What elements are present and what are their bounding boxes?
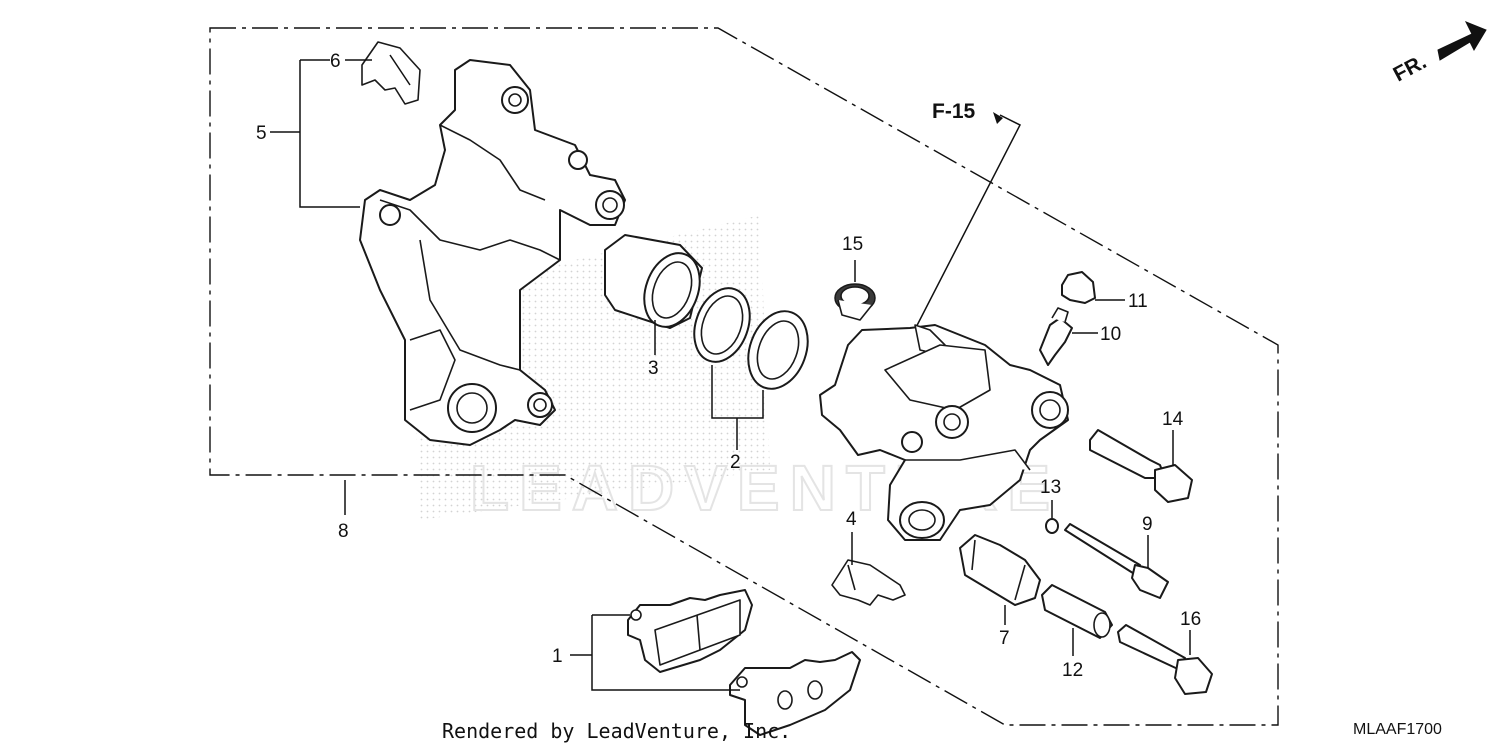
callout-12: 12: [1062, 660, 1083, 681]
callout-5: 5: [256, 123, 267, 144]
callout-10: 10: [1100, 324, 1121, 345]
piston-seals-part-2: [693, 287, 809, 390]
bolt-part-16: [1117, 624, 1213, 695]
cap-part-11: [1061, 271, 1096, 304]
bleeder-valve-part-10: [1039, 307, 1073, 366]
pin-bolt-part-14: [1089, 429, 1193, 503]
callout-16: 16: [1180, 609, 1201, 630]
callout-3: 3: [648, 358, 659, 379]
brake-pads-part-1: [627, 589, 861, 736]
piston-part-3: [604, 234, 703, 329]
slide-pin-part-9: [1064, 523, 1169, 599]
callout-labels: 6 5 3 2 15 11 10 14 13 9 4 7 12 16 8 1: [256, 51, 1201, 681]
f15-label: F-15: [932, 100, 976, 123]
callout-1: 1: [552, 646, 563, 667]
pad-spring-part-6: [361, 41, 421, 105]
o-ring-part-13: [1045, 518, 1059, 534]
callout-8: 8: [338, 521, 349, 542]
caliper-bracket-part-5: [359, 59, 626, 446]
leader-lines: [270, 59, 1191, 691]
caliper-body: [819, 324, 1069, 541]
boot-part-7: [959, 534, 1041, 606]
front-direction-label: FR.: [1390, 50, 1431, 86]
callout-15: 15: [842, 234, 863, 255]
assembly-outline: [209, 27, 1279, 726]
front-direction-arrow: FR.: [1390, 21, 1487, 86]
diagram-code: MLAAF1700: [1353, 721, 1442, 738]
pad-retainer-part-4: [831, 559, 906, 606]
f15-reference: F-15: [889, 100, 1022, 379]
footer-credit: Rendered by LeadVenture, Inc.: [442, 719, 791, 743]
callout-9: 9: [1142, 514, 1153, 535]
callout-13: 13: [1040, 477, 1061, 498]
callout-6: 6: [330, 51, 341, 72]
sleeve-part-12: [1041, 584, 1113, 639]
callout-2: 2: [730, 452, 741, 473]
callout-4: 4: [846, 509, 857, 530]
callout-11: 11: [1128, 291, 1148, 312]
callout-14: 14: [1162, 409, 1184, 430]
callout-7: 7: [999, 628, 1010, 649]
bleeder-cap-part-15: [834, 283, 876, 321]
